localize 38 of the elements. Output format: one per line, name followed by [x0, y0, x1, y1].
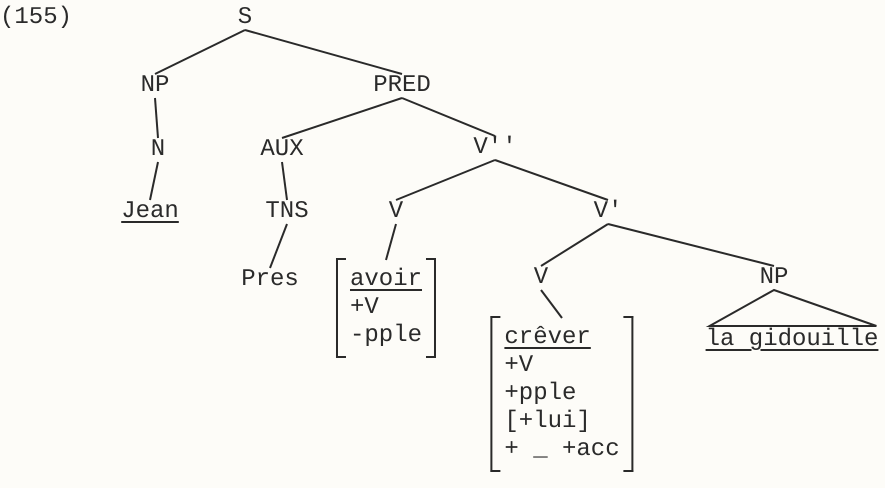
node-label: PRED: [373, 72, 431, 100]
node-label: V: [534, 264, 548, 292]
tree-branch: [540, 223, 609, 267]
node-label: V': [594, 198, 622, 226]
feature-text: +V: [350, 294, 380, 322]
tree-branch: [154, 98, 159, 138]
feature-text: +V: [504, 352, 534, 380]
tree-branch: [402, 97, 496, 137]
tree-branch: [281, 162, 288, 200]
tree-branch: [540, 289, 563, 319]
node-label: V: [388, 198, 404, 226]
word-label: la gidouille: [706, 326, 878, 354]
word-label: Jean: [121, 198, 179, 226]
tree-branch: [385, 224, 397, 260]
tree-branch: [269, 224, 288, 268]
node-label: NP: [140, 72, 170, 100]
node-label: V'': [473, 134, 517, 162]
tree-branch: [396, 159, 496, 201]
feature-text: -pple: [350, 322, 422, 350]
roof-triangle: [706, 288, 878, 327]
feature-text: crêver: [504, 324, 592, 352]
feature-text: avoir: [350, 266, 422, 294]
node-label: TNS: [265, 198, 309, 226]
tree-branch: [244, 29, 402, 75]
tree-branch: [608, 223, 774, 267]
example-number: (155): [0, 4, 72, 32]
node-label: NP: [760, 264, 788, 292]
node-label: S: [238, 4, 252, 32]
node-label: AUX: [260, 136, 304, 164]
feature-text: +pple: [504, 380, 578, 408]
tree-branch: [149, 162, 159, 200]
tree-branch: [494, 159, 608, 201]
tree-branch: [154, 29, 246, 75]
feature-text: + _ +acc: [504, 436, 620, 464]
tree-branch: [282, 97, 402, 139]
feature-text: [+lui]: [504, 408, 592, 436]
node-label: Pres: [241, 266, 299, 294]
node-label: N: [150, 136, 166, 164]
